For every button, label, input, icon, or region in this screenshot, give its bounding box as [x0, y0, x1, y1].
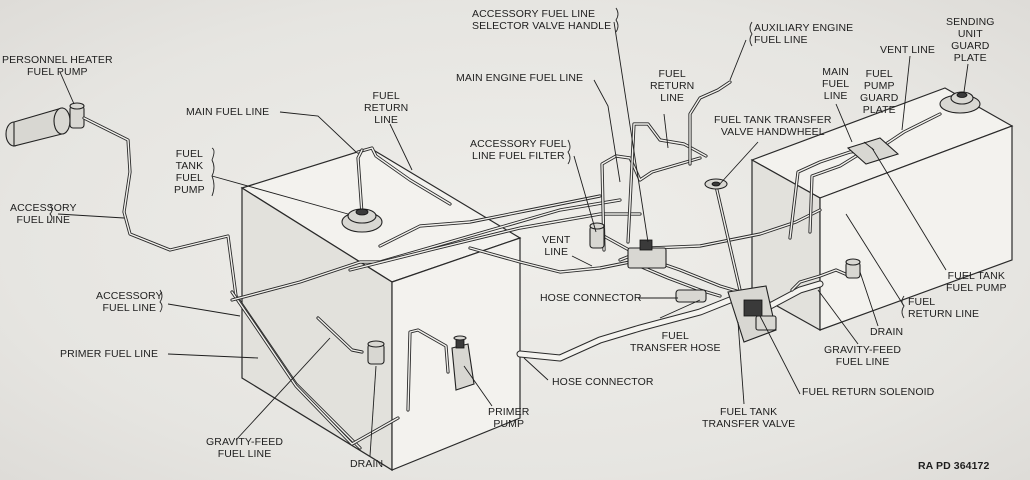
figure-id: RA PD 364172 [918, 460, 990, 472]
fuel-return-line-top-label: FUEL RETURN LINE [650, 68, 695, 104]
label-braces [49, 7, 905, 319]
fuel-transfer-hose-label: FUEL TRANSFER HOSE [630, 330, 721, 354]
drain-left-label: DRAIN [350, 458, 384, 470]
main-fuel-line-left-label: MAIN FUEL LINE [186, 106, 270, 118]
auxiliary-engine-fuel-line-label: AUXILIARY ENGINE FUEL LINE [754, 22, 854, 46]
sending-unit-part [939, 91, 981, 114]
selector-valve-part [627, 239, 667, 269]
accessory-fuel-line-selector-valve-handle-label: ACCESSORY FUEL LINE SELECTOR VALVE HANDL… [472, 8, 612, 32]
personnel-heater-fuel-pump-part [5, 102, 85, 147]
fuel-tank-transfer-valve-label: FUEL TANK TRANSFER VALVE [702, 406, 796, 430]
fuel-return-line-right-label: FUEL RETURN LINE [908, 296, 980, 320]
accessory-fuel-line-fuel-filter-label: ACCESSORY FUEL LINE FUEL FILTER [470, 138, 567, 162]
fuel-tank-fuel-pump-right-label: FUEL TANK FUEL PUMP [946, 270, 1007, 294]
left-fuel-tank [240, 147, 522, 472]
vent-line-mid-label: VENT LINE [542, 234, 571, 258]
accessory-fuel-line-upper-label: ACCESSORY FUEL LINE [10, 202, 77, 226]
left-drain-part [367, 340, 385, 365]
primer-pump-part [451, 335, 475, 391]
sending-unit-guard-plate-label: SENDING UNIT GUARD PLATE [946, 16, 995, 64]
hose-connector-lower-label: HOSE CONNECTOR [552, 376, 654, 388]
fuel-pump-guard-plate-label: FUEL PUMP GUARD PLATE [860, 68, 899, 116]
accessory-fuel-filter-part [589, 222, 605, 249]
fuel-pump-guard-plate-part [846, 137, 900, 165]
drain-right-label: DRAIN [870, 326, 904, 338]
right-drain-part [845, 258, 861, 279]
hose-connector-mid-part [675, 289, 707, 303]
gravity-feed-fuel-line-right-label: GRAVITY-FEED FUEL LINE [824, 344, 902, 368]
gravity-feed-fuel-line-left-label: GRAVITY-FEED FUEL LINE [206, 436, 284, 460]
main-fuel-line-right-label: MAIN FUEL LINE [822, 66, 850, 102]
primer-pump-label: PRIMER PUMP [488, 406, 530, 430]
hose-connector-mid-label: HOSE CONNECTOR [540, 292, 642, 304]
primer-fuel-line-label: PRIMER FUEL LINE [60, 348, 159, 360]
fuel-return-solenoid-label: FUEL RETURN SOLENOID [802, 386, 935, 398]
personnel-heater-fuel-pump-label: PERSONNEL HEATER FUEL PUMP [2, 54, 113, 78]
fuel-return-line-left-label: FUEL RETURN LINE [364, 90, 409, 126]
fuel-tank-fuel-pump-left-label: FUEL TANK FUEL PUMP [174, 148, 205, 196]
fuel-tank-transfer-valve-handwheel-label: FUEL TANK TRANSFER VALVE HANDWHEEL [714, 114, 832, 138]
leader-lines [57, 21, 969, 457]
accessory-fuel-line-lower-label: ACCESSORY FUEL LINE [96, 290, 163, 314]
vent-line-right-label: VENT LINE [880, 44, 935, 56]
left-tank-fuel-pump-part [341, 208, 383, 233]
main-engine-fuel-line-label: MAIN ENGINE FUEL LINE [456, 72, 584, 84]
